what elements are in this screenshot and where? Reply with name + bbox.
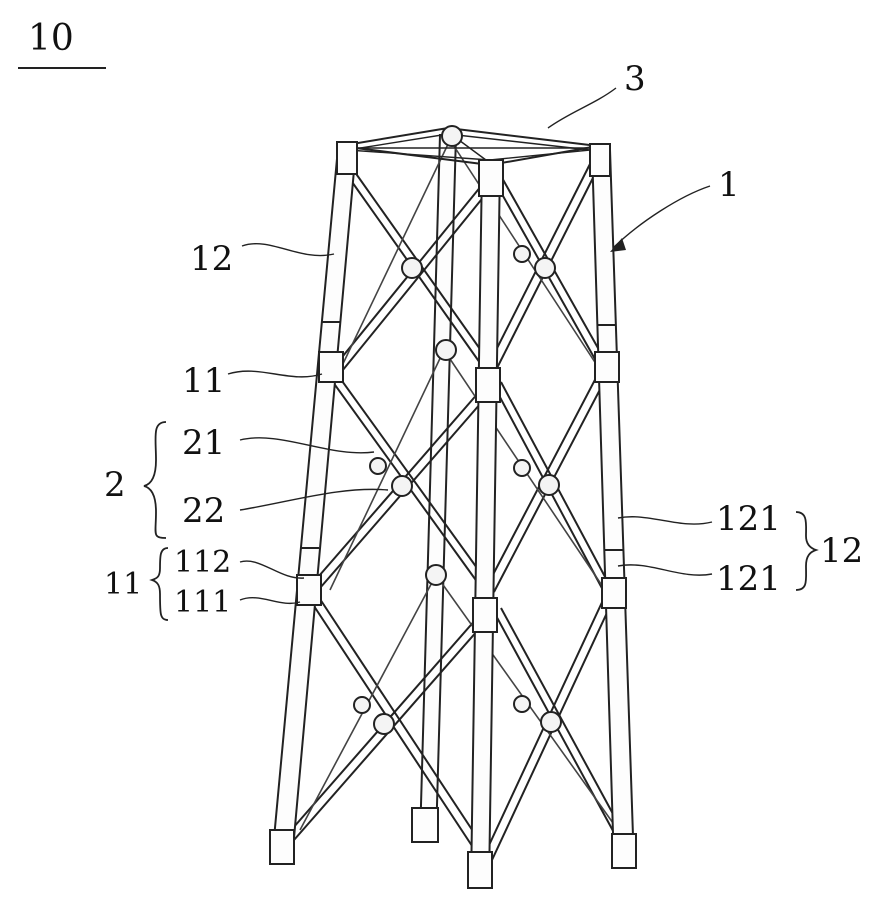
right-leg: [590, 144, 636, 868]
leader-111: [240, 598, 300, 604]
node-back-2: [426, 565, 446, 585]
node-left-2: [392, 476, 412, 496]
node-right-1b: [514, 246, 530, 262]
label-leg-segment-lower: 121: [716, 559, 781, 599]
front-leg-foot: [468, 852, 492, 888]
left-leg-foot: [270, 830, 294, 864]
leader-3: [548, 88, 616, 128]
brace-group-2: [144, 422, 166, 538]
label-leg-segment-upper: 121: [716, 499, 781, 539]
node-right-2: [539, 475, 559, 495]
leader-1: [614, 186, 710, 247]
label-node-group-left: 11: [104, 567, 142, 602]
node-back-1: [436, 340, 456, 360]
node-right-1: [535, 258, 555, 278]
front-leg-body: [471, 165, 500, 885]
label-brace-group: 2: [104, 465, 126, 505]
left-leg-node-upper: [319, 352, 343, 382]
leader-121-upper: [618, 517, 712, 524]
label-top-frame: 3: [624, 59, 646, 99]
top-frame: [340, 128, 598, 165]
back-leg-foot: [412, 808, 438, 842]
label-leg-upper-left: 12: [190, 239, 233, 279]
leader-lines: [228, 88, 712, 603]
left-leg-node-lower: [297, 575, 321, 605]
back-leg-body: [420, 135, 456, 840]
brace-group-11: [152, 548, 168, 620]
leader-112: [240, 561, 304, 578]
figure-number-text: 10: [28, 18, 74, 59]
right-leg-foot: [612, 834, 636, 868]
right-leg-top-cap: [590, 144, 610, 176]
right-leg-node-lower: [602, 578, 626, 608]
label-brace-second: 22: [182, 491, 225, 531]
leader-11: [228, 371, 322, 377]
right-leg-node-upper: [595, 352, 619, 382]
front-leg-node-upper: [476, 368, 500, 402]
brace-left-5a: [310, 600, 480, 858]
label-node-part-lower: 111: [174, 585, 231, 620]
node-right-2b: [514, 460, 530, 476]
label-node-part-upper: 112: [174, 545, 231, 580]
node-top-back: [442, 126, 462, 146]
node-left-1: [402, 258, 422, 278]
front-leg: [468, 160, 503, 888]
node-left-3: [374, 714, 394, 734]
leader-121-lower: [618, 565, 712, 575]
brace-back-3: [330, 350, 444, 590]
leader-21: [240, 438, 374, 453]
node-right-3b: [514, 696, 530, 712]
label-brace-first: 21: [182, 423, 225, 463]
label-structure: 1: [718, 165, 740, 205]
label-leg-group-right: 12: [820, 531, 863, 571]
node-left-2b: [370, 458, 386, 474]
figure-number: 10: [18, 18, 106, 68]
left-leg-top-cap: [337, 142, 357, 174]
leader-12-left: [242, 244, 334, 256]
node-left-3b: [354, 697, 370, 713]
brace-group-12: [796, 512, 816, 590]
front-leg-top-cap: [479, 160, 503, 196]
front-leg-node-lower: [473, 598, 497, 632]
label-node-upper-left: 11: [182, 361, 225, 401]
node-right-3: [541, 712, 561, 732]
right-leg-body: [592, 150, 634, 866]
left-leg: [270, 142, 357, 864]
